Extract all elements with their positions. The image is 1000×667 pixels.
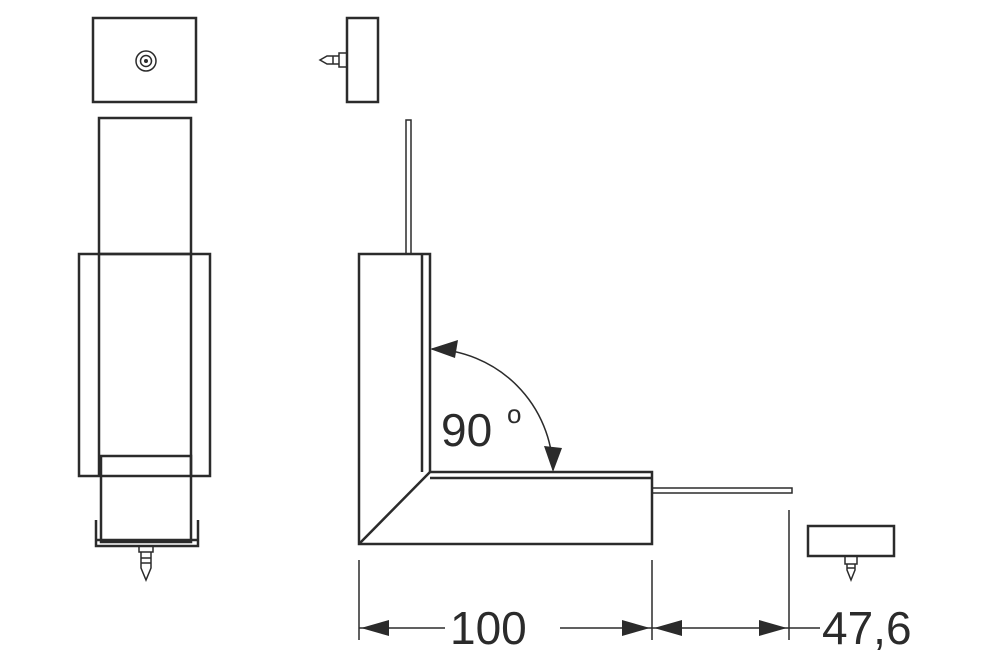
end-cap-front-view — [91, 16, 198, 104]
angle-dimension: 90 o — [430, 340, 562, 472]
length-label: 100 — [450, 602, 527, 654]
offset-label: 47,6 — [822, 602, 912, 654]
corner-connector — [357, 119, 793, 546]
end-cap-side-view — [318, 16, 380, 104]
end-cap-bottom-view — [806, 524, 896, 583]
offset-dimension: 47,6 — [652, 510, 912, 654]
angle-degree-mark: o — [507, 399, 521, 429]
profile-side-view — [77, 116, 212, 582]
angle-label: 90 — [441, 404, 492, 456]
length-dimension: 100 — [358, 560, 653, 654]
